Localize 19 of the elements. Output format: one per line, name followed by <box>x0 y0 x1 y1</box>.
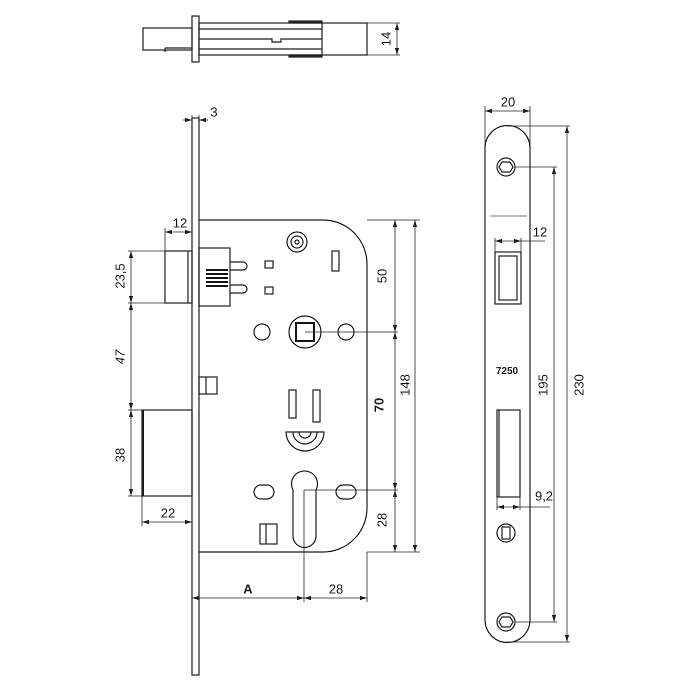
dimension-label: 50 <box>376 268 388 284</box>
dimension-label: 70 <box>372 398 386 412</box>
dimension-label: 12 <box>532 226 548 238</box>
dimension-label: 3 <box>210 106 218 118</box>
dimension-label: 148 <box>398 374 412 396</box>
dimension-label: 23,5 <box>114 263 126 289</box>
dimension-label: 38 <box>114 448 126 462</box>
dimension-label: 230 <box>572 374 586 396</box>
dimension-label: 12 <box>172 216 188 230</box>
dimension-label: A <box>243 582 253 596</box>
marking-text: 7250 <box>496 367 518 377</box>
dimension-label: 9,2 <box>534 490 554 502</box>
dimension-label: 195 <box>536 374 550 396</box>
dimension-label: 14 <box>380 32 392 46</box>
dimension-label: 22 <box>160 506 176 520</box>
dimension-label: 20 <box>500 96 516 108</box>
dimension-label: 47 <box>114 350 126 364</box>
dimension-label: 28 <box>376 512 388 528</box>
dimension-label: 28 <box>328 582 344 596</box>
